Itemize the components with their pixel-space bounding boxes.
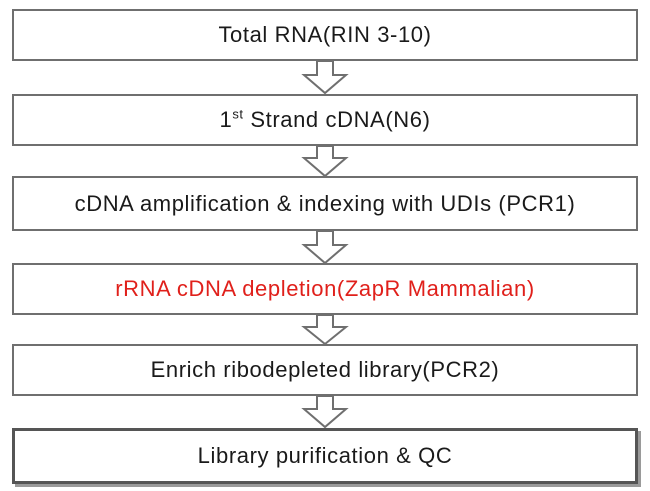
step-label: Library purification & QC — [197, 443, 453, 468]
down-arrow-icon — [301, 230, 349, 265]
step-rrna-depletion: rRNA cDNA depletion(ZapR Mammalian) — [12, 263, 638, 315]
step-label-number: 1 — [219, 107, 233, 132]
step-first-strand-cdna: 1st Strand cDNA(N6) — [12, 94, 638, 146]
step-label: Enrich ribodepleted library(PCR2) — [150, 357, 500, 382]
down-arrow-icon — [301, 145, 349, 178]
step-enrich-library: Enrich ribodepleted library(PCR2) — [12, 344, 638, 396]
step-label-text: Strand cDNA(N6) — [243, 107, 431, 132]
down-arrow-icon — [301, 395, 349, 429]
step-label: cDNA amplification & indexing with UDIs … — [74, 190, 576, 216]
step-total-rna: Total RNA(RIN 3-10) — [12, 9, 638, 61]
step-label-superscript: st — [232, 106, 244, 122]
step-label: Total RNA(RIN 3-10) — [218, 22, 432, 47]
step-library-purification: Library purification & QC — [12, 428, 638, 484]
down-arrow-icon — [301, 60, 349, 95]
step-cdna-amplification: cDNA amplification & indexing with UDIs … — [12, 176, 638, 231]
step-label: 1st Strand cDNA(N6) — [219, 107, 430, 133]
step-label: rRNA cDNA depletion(ZapR Mammalian) — [115, 276, 535, 301]
down-arrow-icon — [301, 314, 349, 346]
